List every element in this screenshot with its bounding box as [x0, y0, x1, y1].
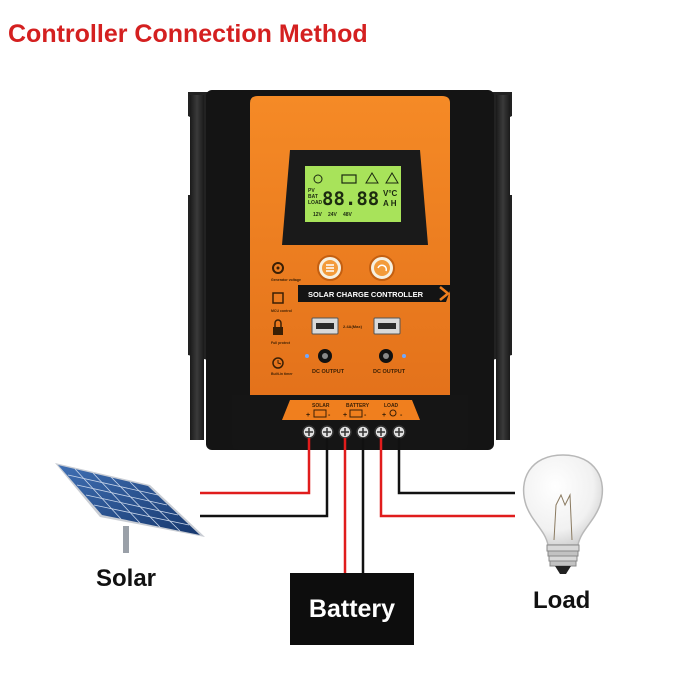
- terminal-screw-5: [374, 425, 388, 439]
- dc-output-left[interactable]: [318, 349, 332, 363]
- menu-icon: [326, 264, 334, 272]
- load-label: Load: [533, 587, 590, 614]
- load-positive-wire: [379, 438, 515, 518]
- battery-box: [290, 573, 414, 645]
- svg-text:-: -: [364, 412, 367, 419]
- gear-icon: [272, 262, 284, 274]
- solar-label: Solar: [96, 565, 156, 592]
- side-label-3: Built-in timer: [271, 372, 293, 376]
- terminal-screw-1: [302, 425, 316, 439]
- svg-text:+: +: [306, 412, 310, 419]
- clock-icon: [272, 357, 284, 369]
- lcd-volt-24: 24V: [328, 212, 338, 218]
- side-label-1: MCU control: [271, 309, 292, 313]
- usb-rating: 2.4A(Max): [343, 324, 363, 329]
- solar-panel-icon: [55, 463, 205, 553]
- lcd-volt-48: 48V: [343, 212, 353, 218]
- terminal-label-load: LOAD: [384, 403, 399, 409]
- lcd-row-load: LOAD: [308, 200, 323, 206]
- side-label-2: Full protect: [271, 341, 291, 345]
- dc-output-label-left: DC OUTPUT: [312, 369, 345, 375]
- lcd-volt-12: 12V: [313, 212, 323, 218]
- terminal-screw-3: [338, 425, 352, 439]
- svg-text:+: +: [343, 412, 347, 419]
- light-bulb-icon: [522, 454, 604, 574]
- battery-label: Battery: [309, 595, 395, 623]
- panel-label: SOLAR CHARGE CONTROLLER: [308, 290, 424, 299]
- terminal-label-battery: BATTERY: [346, 403, 370, 409]
- return-icon: [377, 264, 388, 272]
- lock-icon: [273, 319, 283, 335]
- side-label-0: Generator voltage: [271, 278, 301, 282]
- terminal-screws: [302, 425, 406, 439]
- dc-output-right[interactable]: [379, 349, 393, 363]
- solar-positive-wire: [200, 438, 311, 495]
- lcd-row-bat: BAT: [308, 194, 318, 200]
- wires: [200, 438, 515, 573]
- chip-icon: [272, 292, 284, 304]
- terminal-screw-4: [356, 425, 370, 439]
- side-icons: Generator voltage MCU control Full prote…: [271, 262, 301, 376]
- solar-negative-wire: [200, 438, 329, 518]
- svg-text:+: +: [382, 412, 386, 419]
- load-negative-wire: [397, 438, 515, 495]
- lcd-digits: 88.88: [322, 188, 379, 210]
- terminal-screw-6: [392, 425, 406, 439]
- svg-text:-: -: [400, 412, 403, 419]
- lcd-units-bottom: A H: [383, 199, 397, 208]
- usb-port-left[interactable]: [311, 317, 339, 335]
- lcd-units-top: V°C: [383, 189, 398, 198]
- menu-button[interactable]: [317, 255, 343, 281]
- lcd-content: PV BAT LOAD 88.88 V°C A H 12V 24V 48V: [308, 172, 399, 218]
- usb-port-right[interactable]: [373, 317, 401, 335]
- svg-text:-: -: [328, 412, 331, 419]
- page-title: Controller Connection Method: [8, 20, 368, 48]
- lcd-row-pv: PV: [308, 188, 315, 194]
- back-button[interactable]: [369, 255, 395, 281]
- terminal-screw-2: [320, 425, 334, 439]
- dc-output-label-right: DC OUTPUT: [373, 369, 406, 375]
- charge-controller: PV BAT LOAD 88.88 V°C A H 12V 24V 48V: [188, 90, 512, 450]
- label-strip: [298, 285, 452, 302]
- terminal-label-solar: SOLAR: [312, 403, 330, 409]
